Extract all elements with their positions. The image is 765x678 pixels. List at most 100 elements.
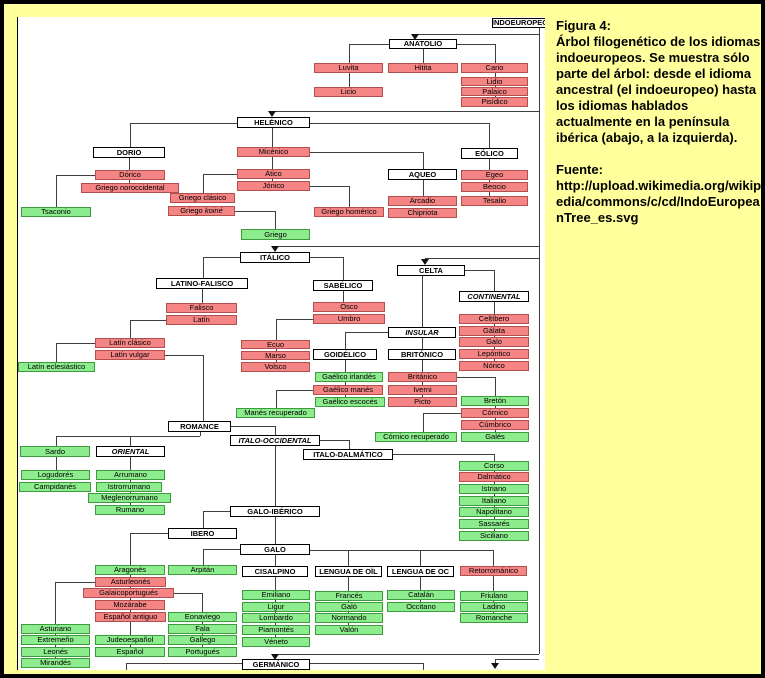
connector-line	[275, 246, 539, 247]
connector-line	[276, 319, 277, 340]
node-tesalio: Tesalio	[461, 196, 528, 206]
node-umbro: Umbro	[313, 314, 385, 324]
node-cornico-recuperado: Córnico recuperado	[375, 432, 457, 442]
node-catalan: Catalán	[387, 590, 455, 600]
connector-line	[457, 377, 495, 378]
node-anatolio: ANATOLIO	[389, 39, 457, 49]
connector-line	[130, 123, 237, 124]
connector-line	[276, 319, 313, 320]
connector-line	[56, 343, 57, 362]
node-asturiano: Asturiano	[21, 624, 90, 634]
figure-title: Figura 4:	[556, 18, 611, 33]
connector-line	[129, 180, 130, 183]
node-romance: ROMANCE	[168, 421, 231, 432]
figure-source: Fuente: http://upload.wikimedia.org/wiki…	[556, 162, 762, 226]
node-italico: ITÁLICO	[240, 252, 310, 263]
node-continental: CONTINENTAL	[459, 291, 529, 302]
node-italiano: Italiano	[459, 496, 529, 506]
connector-line	[423, 663, 424, 670]
node-latin-eclesiastico: Latín eclesiástico	[18, 362, 95, 372]
node-arpitan: Arpitán	[168, 565, 237, 575]
connector-line	[423, 413, 424, 432]
node-ladino: Ladino	[460, 602, 528, 612]
node-britonico: BRITÓNICO	[388, 349, 456, 360]
connector-line	[165, 355, 203, 356]
connector-line	[345, 332, 388, 333]
node-siciliano: Siciliano	[459, 531, 529, 541]
node-griego-clasico: Griego clásico	[170, 193, 235, 203]
connector-line	[56, 175, 57, 207]
connector-line	[495, 659, 539, 660]
connector-line	[348, 577, 349, 625]
node-galata: Gálata	[459, 326, 529, 336]
connector-line	[275, 654, 539, 655]
node-tsaconio: Tsaconio	[21, 207, 91, 217]
node-istrorrumano: Istrorrumano	[96, 482, 162, 492]
node-istriano: Istriano	[459, 484, 529, 494]
connector-line	[349, 440, 350, 449]
node-chipriota: Chipriota	[388, 208, 457, 218]
node-valon: Valón	[315, 625, 383, 635]
connector-line	[235, 211, 275, 212]
connector-line	[272, 128, 273, 147]
node-atico: Ático	[237, 169, 310, 179]
node-sassares: Sassarés	[459, 519, 529, 529]
node-fala: Fala	[168, 624, 237, 634]
connector-line	[420, 577, 421, 602]
connector-line	[130, 575, 131, 647]
connector-line	[55, 634, 56, 658]
node-espanol-antiguo: Español antiguo	[95, 612, 166, 622]
node-licio: Licio	[314, 87, 383, 97]
node-dorio: DORIO	[93, 147, 165, 158]
connector-line	[275, 517, 276, 544]
connector-line	[203, 257, 204, 278]
node-dorico: Dórico	[95, 170, 165, 180]
node-napolitano: Napolitano	[459, 507, 529, 517]
connector-line	[203, 257, 240, 258]
connector-line	[310, 123, 489, 124]
connector-line	[349, 72, 350, 87]
node-judeoespanol: Judeoespañol	[95, 635, 165, 645]
connector-line	[56, 343, 95, 344]
node-espanol: Español	[95, 647, 165, 657]
connector-line	[415, 34, 539, 35]
arrow-down-icon	[271, 246, 279, 252]
node-gallego: Gallego	[168, 635, 237, 645]
node-occitano: Occitano	[387, 602, 455, 612]
connector-line	[203, 511, 230, 512]
node-lidio: Lidio	[461, 77, 528, 86]
node-mirandes: Mirandés	[21, 658, 90, 668]
node-indoeuropeo: INDOEUROPEO	[492, 18, 545, 28]
node-galo: Galó	[315, 602, 383, 612]
connector-line	[129, 158, 130, 170]
connector-line	[393, 454, 494, 455]
connector-line	[494, 270, 495, 291]
node-leones: Leonés	[21, 647, 90, 657]
node-cario: Cario	[461, 63, 528, 73]
connector-line	[495, 659, 496, 663]
node-sabelico: SABÉLICO	[313, 280, 373, 291]
connector-line	[345, 332, 346, 349]
node-aragones: Aragonés	[95, 565, 165, 575]
connector-line	[276, 390, 313, 391]
connector-line	[203, 549, 240, 550]
connector-line	[275, 446, 276, 506]
node-extremeno: Extremeño	[21, 635, 90, 645]
connector-line	[348, 550, 349, 566]
node-griego-noroccidental: Griego noroccidental	[81, 183, 179, 193]
connector-line	[423, 413, 461, 414]
node-ligur: Ligur	[242, 602, 310, 612]
node-griego-koine: Griego koiné	[168, 206, 235, 216]
source-label: Fuente:	[556, 162, 603, 177]
arrow-down-icon	[411, 34, 419, 40]
node-dalmatico: Dalmático	[459, 472, 529, 482]
node-manes-recuperado: Manés recuperado	[236, 408, 315, 418]
node-pisidico: Pisídico	[461, 97, 528, 107]
connector-line	[310, 663, 423, 664]
node-breton: Bretón	[461, 396, 529, 406]
node-eonaviego: Eonaviego	[168, 612, 237, 622]
node-friulano: Friulano	[460, 591, 528, 601]
connector-line	[495, 406, 496, 432]
